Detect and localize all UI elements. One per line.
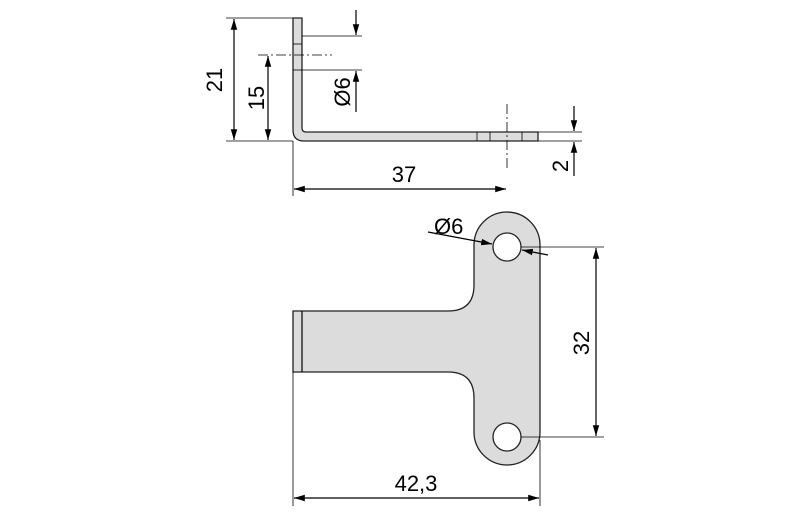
dim-label-21: 21 (202, 68, 227, 92)
t-plate (292, 211, 541, 466)
dim-label-15: 15 (244, 86, 269, 110)
mounting-hole-bottom (492, 422, 522, 452)
dim-label-diameter-side: Ø6 (330, 77, 355, 106)
dim-leader-diameter (427, 231, 493, 246)
dim-label-42-3: 42,3 (395, 471, 438, 496)
dim-label-37: 37 (392, 162, 416, 187)
side-view: 21 15 Ø6 37 2 (202, 10, 582, 196)
dim-leader-diameter (521, 248, 549, 256)
dim-label-thickness: 2 (548, 160, 573, 172)
dim-label-32: 32 (569, 331, 594, 355)
mounting-hole-top (492, 232, 522, 262)
top-view: Ø6 32 42,3 (292, 211, 604, 506)
dim-label-diameter-top: Ø6 (434, 214, 463, 239)
